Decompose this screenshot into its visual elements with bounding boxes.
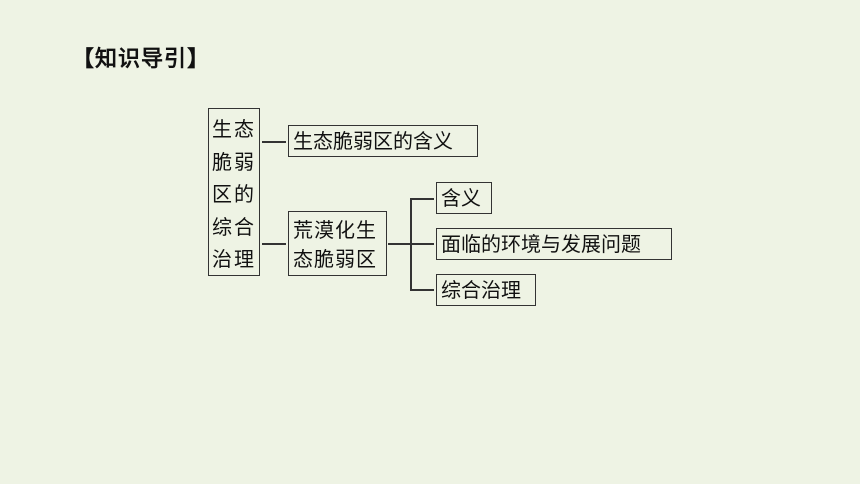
section-heading: 【知识导引】: [72, 46, 211, 72]
connector-bracket-item1: [410, 198, 434, 200]
branch2-label-line: 态脆弱区: [293, 247, 377, 271]
root-label-line: 治理: [212, 247, 256, 271]
connector-bracket-item3: [410, 289, 434, 291]
leaf-node-meaning: 含义: [436, 182, 492, 214]
branch2-label-line: 荒漠化生: [293, 218, 377, 242]
root-label-line: 区的: [212, 182, 256, 206]
leaf-node-governance: 综合治理: [436, 274, 536, 306]
root-label-line: 脆弱: [212, 149, 256, 174]
connector-bracket-item2: [410, 243, 434, 245]
branch-node-desertification: 荒漠化生 态脆弱区: [288, 211, 387, 276]
leaf-node-problems: 面临的环境与发展问题: [436, 228, 672, 260]
branch-node-definition: 生态脆弱区的含义: [288, 125, 478, 157]
root-label-line: 综合: [212, 214, 256, 239]
connector-root-branch2: [262, 243, 286, 245]
root-label-line: 生态: [212, 117, 256, 141]
connector-branch2-bracket: [388, 243, 410, 245]
root-node: 生态 脆弱 区的 综合 治理: [208, 108, 260, 276]
connector-root-branch1: [262, 141, 286, 143]
